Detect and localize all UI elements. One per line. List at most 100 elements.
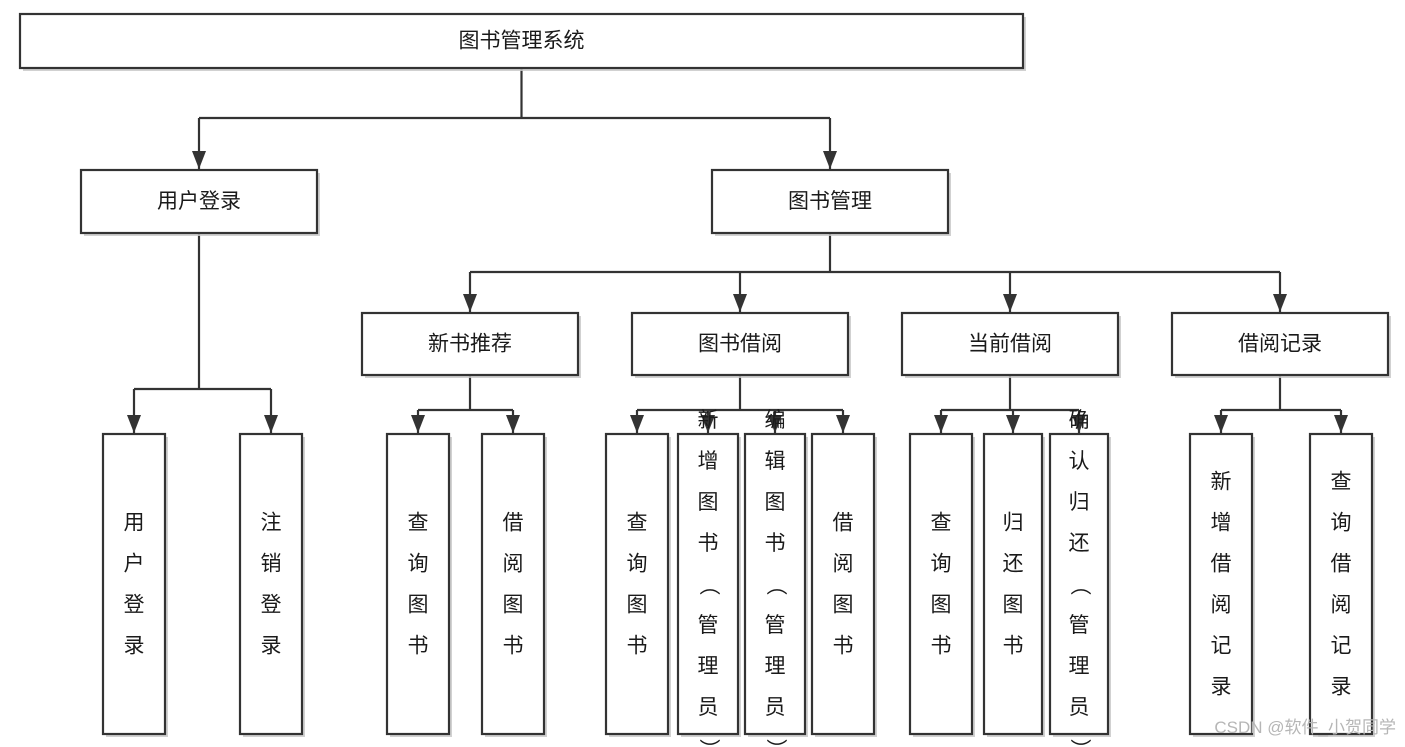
svg-text:书: 书 [408, 635, 429, 658]
node-leaf-query-book-3-box[interactable] [908, 432, 974, 736]
node-borrow-record-label: 借阅记录 [1238, 333, 1322, 356]
connector-layer [127, 68, 1348, 433]
svg-text:借: 借 [1331, 553, 1352, 576]
node-current-borrow[interactable]: 当前借阅 [900, 311, 1121, 378]
svg-text:阅: 阅 [833, 553, 854, 576]
arrow-head-icon [127, 415, 141, 433]
node-book-borrow[interactable]: 图书借阅 [630, 311, 851, 378]
node-leaf-user-login-box[interactable] [101, 432, 167, 736]
node-new-book-recommend-label: 新书推荐 [428, 333, 512, 356]
svg-text:还: 还 [1003, 553, 1024, 576]
svg-text:借: 借 [1211, 553, 1232, 576]
node-leaf-user-logout-box[interactable] [238, 432, 304, 736]
svg-text:图: 图 [627, 594, 648, 617]
svg-text:录: 录 [124, 635, 145, 658]
node-leaf-borrow-book-1-box[interactable] [480, 432, 546, 736]
svg-text:录: 录 [261, 635, 282, 658]
node-leaf-return-book-box[interactable] [982, 432, 1044, 736]
svg-text:图: 图 [408, 594, 429, 617]
arrow-head-icon [1214, 415, 1228, 433]
node-layer: 图书管理系统用户登录图书管理新书推荐图书借阅当前借阅借阅记录用户登录注销登录查询… [18, 12, 1391, 747]
node-current-borrow-box[interactable] [900, 311, 1120, 377]
svg-text:图: 图 [833, 594, 854, 617]
node-new-book-recommend-box[interactable] [360, 311, 580, 377]
svg-text:增: 增 [698, 450, 719, 473]
csdn-watermark: CSDN @软件_小贺同学 [1214, 718, 1396, 737]
svg-text:借: 借 [833, 512, 854, 535]
node-leaf-user-login[interactable]: 用户登录 [101, 432, 168, 737]
svg-text:图: 图 [765, 491, 786, 514]
svg-text:员: 员 [765, 696, 786, 719]
svg-text:销: 销 [261, 553, 282, 576]
svg-text:记: 记 [1211, 635, 1232, 658]
node-user-login[interactable]: 用户登录 [79, 168, 320, 236]
node-leaf-add-record-box[interactable] [1188, 432, 1254, 736]
node-root-book-management-system-box[interactable] [18, 12, 1025, 70]
node-root-book-management-system[interactable]: 图书管理系统 [18, 12, 1026, 71]
node-leaf-add-book-box[interactable] [676, 432, 740, 736]
svg-text:理: 理 [698, 655, 719, 678]
svg-text:管: 管 [698, 614, 719, 637]
node-leaf-query-book-2-box[interactable] [604, 432, 670, 736]
arrow-head-icon [1006, 415, 1020, 433]
node-book-manage-box[interactable] [710, 168, 950, 235]
svg-text:理: 理 [765, 655, 786, 678]
svg-text:登: 登 [261, 594, 282, 617]
arrow-head-icon [701, 415, 715, 433]
svg-text:录: 录 [1331, 676, 1352, 699]
svg-text:用: 用 [124, 512, 145, 535]
node-book-manage[interactable]: 图书管理 [710, 168, 951, 236]
node-borrow-record[interactable]: 借阅记录 [1170, 311, 1391, 378]
node-user-login-box[interactable] [79, 168, 319, 235]
node-current-borrow-label: 当前借阅 [968, 333, 1052, 356]
node-book-borrow-box[interactable] [630, 311, 850, 377]
svg-text:辑: 辑 [765, 450, 786, 473]
node-new-book-recommend[interactable]: 新书推荐 [360, 311, 581, 378]
arrow-head-icon [768, 415, 782, 433]
arrow-head-icon [630, 415, 644, 433]
node-leaf-confirm-return-box[interactable] [1048, 432, 1110, 736]
node-leaf-edit-book-box[interactable] [743, 432, 807, 736]
arrow-head-icon [463, 294, 477, 312]
node-borrow-record-box[interactable] [1170, 311, 1390, 377]
svg-text:（: （ [764, 575, 787, 596]
svg-text:录: 录 [1211, 676, 1232, 699]
svg-text:图: 图 [1003, 594, 1024, 617]
svg-text:查: 查 [1331, 471, 1352, 494]
svg-text:借: 借 [503, 512, 524, 535]
arrow-head-icon [934, 415, 948, 433]
arrow-head-icon [823, 151, 837, 169]
svg-text:书: 书 [698, 532, 719, 555]
svg-text:查: 查 [627, 512, 648, 535]
svg-text:登: 登 [124, 594, 145, 617]
svg-text:阅: 阅 [1211, 594, 1232, 617]
arrow-head-icon [1334, 415, 1348, 433]
node-leaf-borrow-book-2-box[interactable] [810, 432, 876, 736]
arrow-head-icon [506, 415, 520, 433]
arrow-head-icon [1273, 294, 1287, 312]
node-leaf-query-record-box[interactable] [1308, 432, 1374, 736]
node-leaf-query-book-1-box[interactable] [385, 432, 451, 736]
svg-text:员: 员 [1069, 696, 1090, 719]
svg-text:图: 图 [698, 491, 719, 514]
svg-text:管: 管 [1069, 614, 1090, 637]
node-book-borrow-label: 图书借阅 [698, 333, 782, 356]
